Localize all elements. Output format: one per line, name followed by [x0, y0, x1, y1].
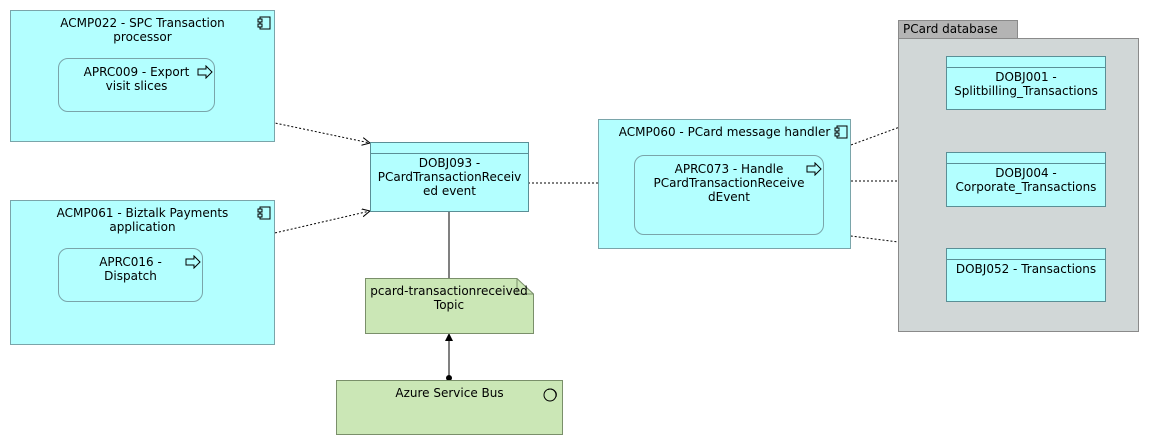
artifact-label: pcard-transactionreceived Topic — [370, 284, 528, 312]
process-label: APRC073 - Handle PCardTransactionReceive… — [653, 162, 805, 204]
process-label: APRC016 - Dispatch — [99, 255, 162, 283]
process-aprc073[interactable]: APRC073 - Handle PCardTransactionReceive… — [634, 155, 824, 235]
realization-dot — [446, 375, 452, 381]
data-object-label: DOBJ052 - Transactions — [955, 262, 1097, 276]
flow-aprc009-to-dobj093 — [212, 109, 370, 143]
data-object-header-line — [947, 67, 1105, 68]
data-object-label: DOBJ001 - Splitbilling_Transactions — [954, 70, 1098, 98]
component-label: ACMP060 - PCard message handler — [618, 125, 831, 139]
system-software-label: Azure Service Bus — [395, 386, 504, 400]
process-arrow-icon — [806, 162, 822, 176]
data-object-header-line — [371, 153, 528, 154]
data-object-header-line — [947, 259, 1105, 260]
package-tab: PCard database — [898, 20, 1018, 39]
component-label: ACMP022 - SPC Transaction processor — [60, 16, 225, 44]
process-arrow-icon — [197, 65, 213, 79]
data-object-label: DOBJ093 - PCardTransactionReceiv ed even… — [377, 156, 522, 198]
process-aprc016[interactable]: APRC016 - Dispatch — [58, 248, 203, 302]
data-object-dobj052[interactable]: DOBJ052 - Transactions — [946, 248, 1106, 302]
data-object-header-line — [947, 163, 1105, 164]
artifact-topic[interactable] — [365, 278, 535, 334]
process-aprc009[interactable]: APRC009 - Export visit slices — [58, 58, 215, 112]
component-icon — [834, 125, 848, 139]
process-label: APRC009 - Export visit slices — [83, 65, 190, 93]
component-icon — [257, 16, 271, 30]
process-arrow-icon — [185, 255, 201, 269]
data-object-dobj001[interactable]: DOBJ001 - Splitbilling_Transactions — [946, 56, 1106, 110]
system-software-icon — [543, 388, 557, 402]
component-icon — [257, 206, 271, 220]
system-software-azure-service-bus[interactable]: Azure Service Bus — [336, 380, 563, 435]
data-object-dobj093[interactable]: DOBJ093 - PCardTransactionReceiv ed even… — [370, 142, 529, 212]
data-object-dobj004[interactable]: DOBJ004 - Corporate_Transactions — [946, 152, 1106, 207]
data-object-label: DOBJ004 - Corporate_Transactions — [955, 166, 1097, 194]
component-label: ACMP061 - Biztalk Payments application — [56, 206, 229, 234]
package-title: PCard database — [903, 22, 998, 36]
